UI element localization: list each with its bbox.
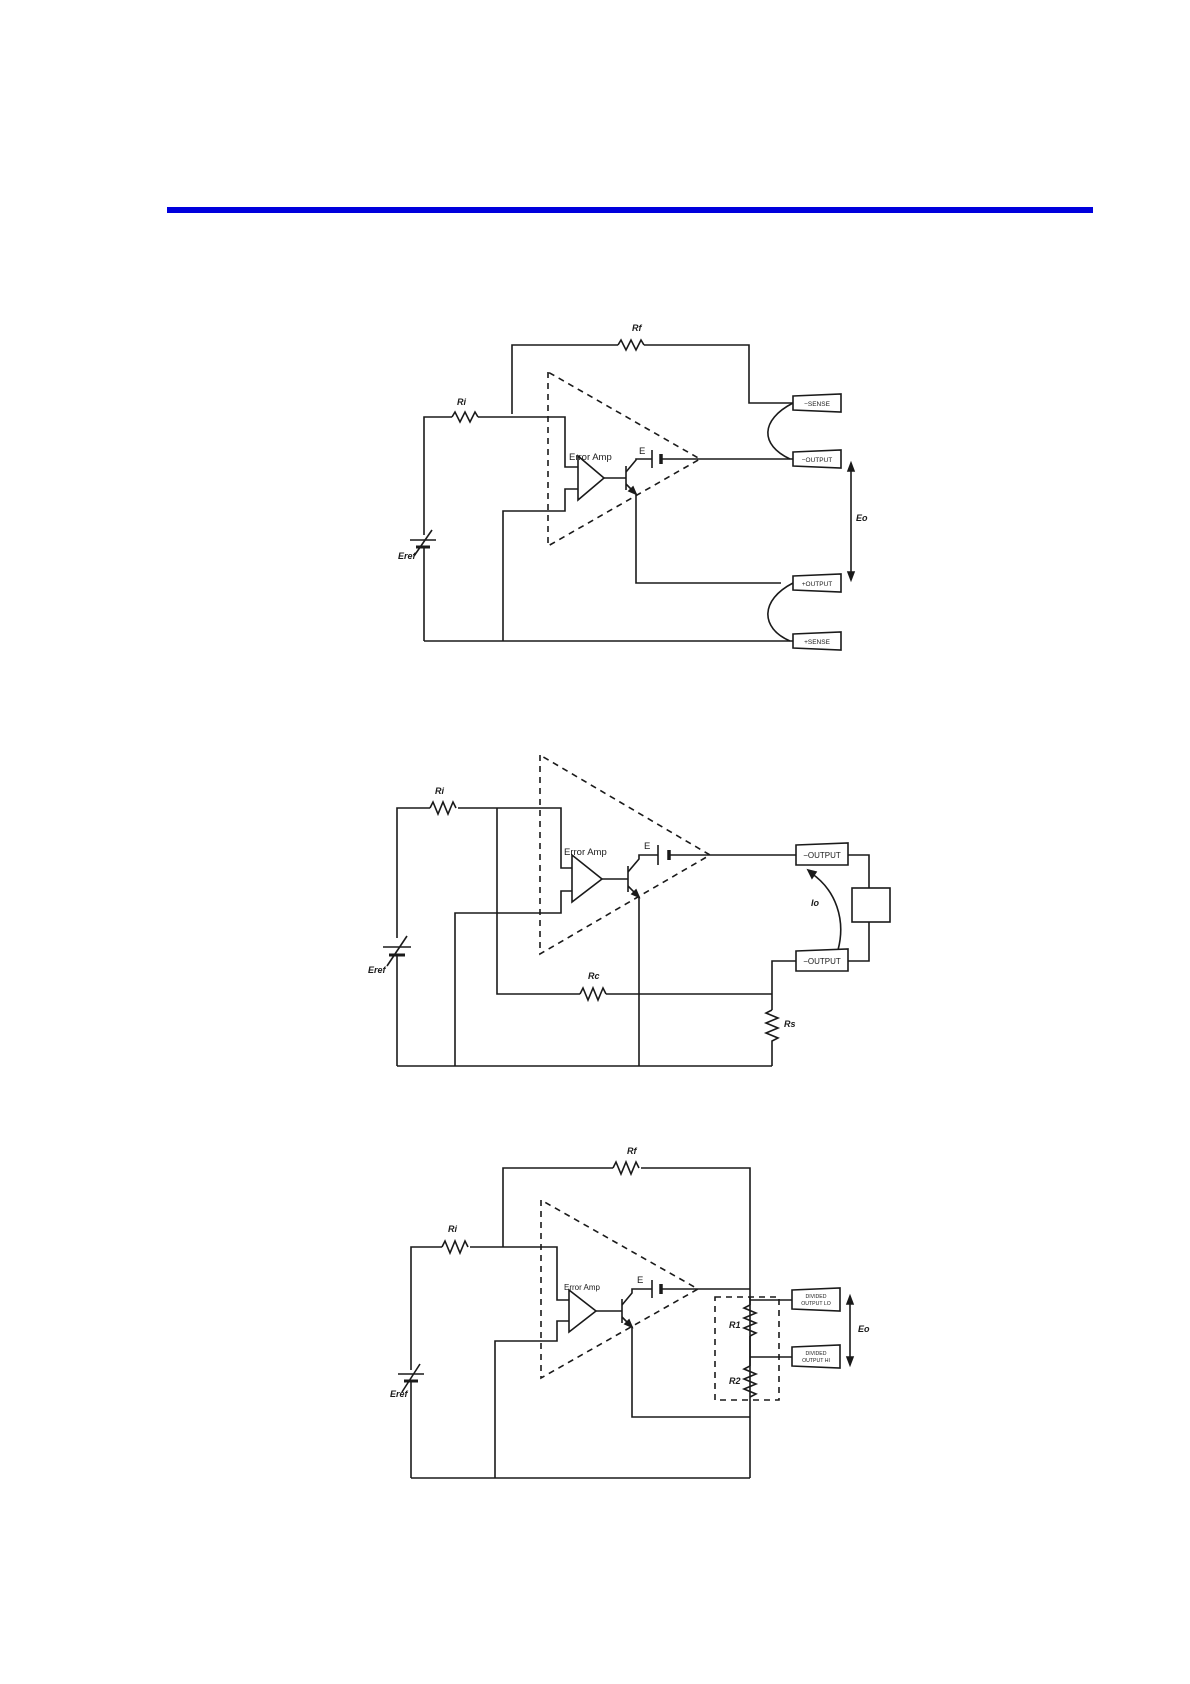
eo-label: Eo <box>856 513 868 523</box>
r1-resistor <box>744 1305 756 1336</box>
svg-text:−OUTPUT: −OUTPUT <box>803 957 841 966</box>
error-amp-label: Error Amp <box>564 1283 601 1292</box>
plus-sense-terminal: +SENSE <box>793 632 841 650</box>
svg-text:DIVIDED: DIVIDED <box>805 1294 826 1300</box>
rs-label: Rs <box>784 1019 796 1029</box>
non-inverting-input-wire <box>503 489 578 641</box>
eo-arrow-head-top <box>848 463 854 471</box>
minus-sense-strap <box>768 403 793 459</box>
ri-wire-right <box>478 417 578 467</box>
rs-resistor <box>766 1010 778 1051</box>
eo-arrow-head-bottom <box>847 1357 853 1365</box>
e-label: E <box>644 841 650 852</box>
transistor-emitter <box>628 886 639 1066</box>
rf-resistor <box>613 1162 639 1174</box>
svg-text:−SENSE: −SENSE <box>804 401 830 408</box>
minus-output-terminal: −OUTPUT <box>793 450 841 468</box>
ri-wire-left <box>411 1247 442 1370</box>
io-arrow-head <box>808 870 816 878</box>
ri-wire-right <box>470 1247 569 1300</box>
non-inverting-input-wire <box>455 891 572 1066</box>
eref-label: Eref <box>398 551 417 561</box>
rc-wire-left <box>497 808 580 994</box>
load-box <box>852 888 890 922</box>
error-amp-symbol <box>569 1290 596 1332</box>
ri-resistor <box>452 412 478 422</box>
header-rule <box>167 207 1093 213</box>
transistor-emitter <box>626 484 781 583</box>
transistor-collector <box>626 459 652 472</box>
diagram-divided-output: Rf Ri Eref Error Amp E R1 R2 Eo DIVIDED … <box>0 1140 1190 1490</box>
io-label: Io <box>811 898 820 908</box>
e-label: E <box>637 1275 643 1286</box>
minus-sense-terminal: −SENSE <box>793 394 841 412</box>
plus-output-terminal: +OUTPUT <box>793 574 841 592</box>
ri-label: Ri <box>435 786 444 796</box>
transistor-emitter <box>622 1317 750 1417</box>
rf-label: Rf <box>632 323 642 333</box>
load-wire-bottom <box>848 922 869 961</box>
rc-label: Rc <box>588 971 600 981</box>
divided-output-lo-terminal: DIVIDED OUTPUT LO <box>792 1288 840 1311</box>
ri-resistor <box>430 802 456 814</box>
eo-label: Eo <box>858 1324 870 1334</box>
divider-box <box>715 1297 779 1400</box>
eref-label: Eref <box>368 965 387 975</box>
svg-text:OUTPUT HI: OUTPUT HI <box>802 1358 830 1364</box>
rf-feedback-wire-right <box>644 345 793 403</box>
upper-output-terminal: −OUTPUT <box>796 843 848 865</box>
ri-wire-left <box>397 808 430 938</box>
transistor-collector <box>628 855 658 872</box>
transistor-collector <box>622 1289 652 1305</box>
load-wire-top <box>848 855 869 888</box>
svg-text:DIVIDED: DIVIDED <box>805 1351 826 1357</box>
ri-label: Ri <box>448 1224 457 1234</box>
r2-label: R2 <box>729 1376 741 1386</box>
svg-text:−OUTPUT: −OUTPUT <box>803 851 841 860</box>
rf-feedback-wire <box>512 345 618 414</box>
eo-arrow-head-top <box>847 1296 853 1304</box>
lower-output-wire <box>772 961 796 1010</box>
rf-label: Rf <box>627 1146 637 1156</box>
io-arrow <box>811 873 841 950</box>
plus-sense-strap <box>768 583 793 641</box>
eref-adjust-arrow <box>414 530 432 556</box>
r2-resistor <box>744 1366 756 1397</box>
rf-resistor <box>618 340 644 350</box>
rc-resistor <box>580 988 606 1000</box>
eref-label: Eref <box>390 1389 409 1399</box>
ri-wire-right <box>458 808 572 868</box>
svg-text:+OUTPUT: +OUTPUT <box>802 581 833 588</box>
ri-resistor <box>442 1241 468 1253</box>
lower-output-terminal: −OUTPUT <box>796 949 848 971</box>
r1-label: R1 <box>729 1320 741 1330</box>
divided-output-hi-terminal: DIVIDED OUTPUT HI <box>792 1345 840 1368</box>
rf-feedback-wire <box>503 1168 613 1247</box>
ri-wire-left <box>424 417 452 535</box>
e-label: E <box>639 446 645 457</box>
ri-label: Ri <box>457 397 466 407</box>
diagram-remote-sensing: Rf Ri Eref Error Amp E Eo −SENSE −OUTPUT <box>0 310 1190 660</box>
error-amp-label: Error Amp <box>564 847 607 858</box>
svg-text:+SENSE: +SENSE <box>804 639 830 646</box>
non-inverting-input-wire <box>495 1321 569 1478</box>
error-amp-label: Error Amp <box>569 452 612 463</box>
svg-text:OUTPUT LO: OUTPUT LO <box>801 1301 831 1307</box>
svg-text:−OUTPUT: −OUTPUT <box>802 457 833 464</box>
diagram-constant-current: Ri Eref Rc Error Amp E Rs Io −OUTPUT <box>0 740 1190 1080</box>
error-amp-symbol <box>572 855 602 902</box>
eo-arrow-head-bottom <box>848 572 854 580</box>
